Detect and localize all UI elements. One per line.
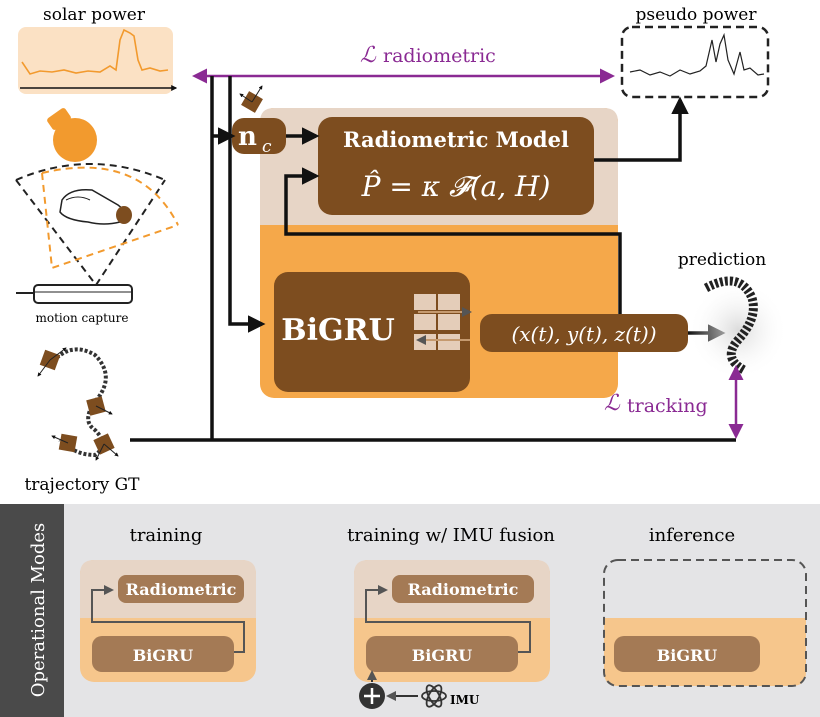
mode-training-diagram bbox=[80, 560, 256, 682]
mode-inference-diagram bbox=[603, 559, 807, 687]
lamp-icon bbox=[47, 108, 97, 162]
mode-training-imu-radiometric: Radiometric bbox=[408, 580, 519, 599]
plus-icon bbox=[359, 683, 385, 709]
trajectory-icon bbox=[37, 347, 119, 461]
motion-capture-device-icon bbox=[16, 284, 133, 304]
mode-inference-bigru: BiGRU bbox=[657, 646, 718, 665]
mode-training-radiometric: Radiometric bbox=[126, 580, 237, 599]
modes-sidebar bbox=[0, 504, 64, 717]
mode-training-imu-label: training w/ IMU fusion bbox=[347, 525, 555, 546]
solar-power-label: solar power bbox=[43, 5, 146, 25]
radiometric-model-title: Radiometric Model bbox=[343, 127, 569, 152]
mode-training-imu-diagram bbox=[354, 560, 550, 682]
hand-icon bbox=[59, 188, 132, 225]
mode-training-imu-bigru: BiGRU bbox=[412, 646, 473, 665]
camera-fov-icon bbox=[15, 163, 179, 287]
mode-training-label: training bbox=[130, 525, 203, 546]
radiometric-loss-symbol: ℒ bbox=[360, 43, 377, 68]
modes-title: Operational Modes bbox=[28, 523, 49, 698]
imu-icon bbox=[421, 684, 447, 708]
motion-capture-label: motion capture bbox=[36, 311, 129, 325]
trajectory-gt-label: trajectory GT bbox=[24, 475, 140, 495]
mode-inference-label: inference bbox=[649, 525, 735, 546]
solar-power-plot bbox=[18, 27, 178, 94]
output-label: (x(t), y(t), z(t)) bbox=[511, 322, 656, 346]
normal-symbol: n bbox=[238, 122, 257, 152]
normal-box bbox=[232, 85, 286, 154]
pseudo-power-plot bbox=[620, 25, 770, 99]
radiometric-model-box bbox=[318, 117, 594, 215]
prediction-icon bbox=[688, 276, 788, 380]
mode-training-bigru: BiGRU bbox=[133, 646, 194, 665]
radiometric-loss-subscript: radiometric bbox=[383, 45, 496, 67]
imu-label: IMU bbox=[450, 693, 480, 707]
prediction-label: prediction bbox=[678, 250, 766, 270]
bigru-box bbox=[274, 272, 472, 392]
tracking-loss-symbol: ℒ bbox=[604, 391, 621, 416]
radiometric-equation: P̂ = κ 𝓕(a, H) bbox=[361, 170, 551, 203]
output-box bbox=[480, 314, 688, 352]
pseudo-power-label: pseudo power bbox=[636, 5, 758, 25]
tracking-loss-subscript: tracking bbox=[627, 395, 708, 417]
bigru-label: BiGRU bbox=[281, 313, 394, 348]
normal-subscript: c bbox=[262, 137, 272, 157]
